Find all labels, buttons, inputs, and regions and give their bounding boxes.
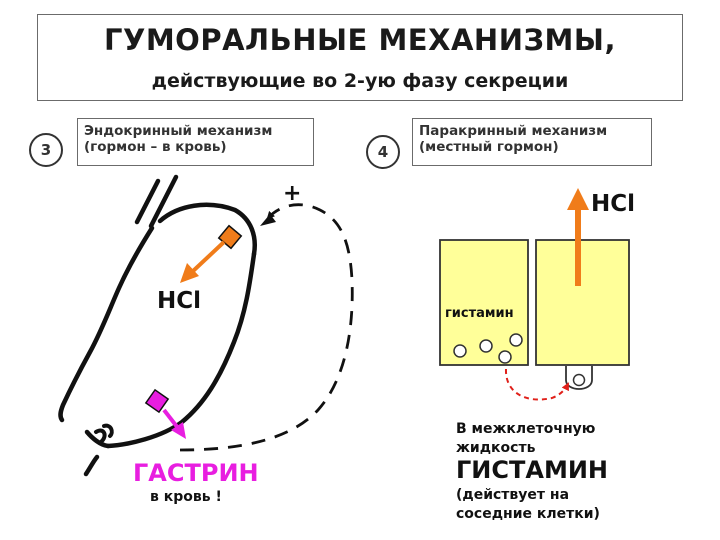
histamine-cell-label: гистамин <box>445 306 514 321</box>
blood-pathway-dashed-arrow <box>180 205 352 450</box>
hcl-label-right: HCl <box>591 191 635 217</box>
effect-note: (действует на соседние клетки) <box>456 486 600 524</box>
gastrin-label: ГАСТРИН <box>133 459 259 487</box>
stomach-outline <box>60 177 254 474</box>
hcl-label-left: HCl <box>157 288 201 314</box>
bound-histamine-molecule <box>574 375 585 386</box>
hcl-secretion-arrowhead <box>567 188 589 210</box>
g-cell-marker <box>146 390 168 412</box>
diffusion-red-dashed-arrow <box>506 369 568 400</box>
gastrin-note: в кровь ! <box>150 489 222 505</box>
gastrin-magenta-arrow-shaft <box>164 410 178 428</box>
parietal-cell <box>536 240 629 365</box>
effect-line-2: соседние клетки) <box>456 505 600 524</box>
effect-line-1: (действует на <box>456 486 600 505</box>
feedback-arrowhead <box>260 214 276 226</box>
plus-sign: + <box>283 181 301 206</box>
interstitial-label: В межклеточную жидкость <box>456 420 595 458</box>
histamine-label: ГИСТАМИН <box>456 456 608 484</box>
stomach-end <box>96 426 112 442</box>
hcl-orange-arrow-shaft <box>192 242 224 272</box>
interstitial-line-1: В межклеточную <box>456 420 595 439</box>
